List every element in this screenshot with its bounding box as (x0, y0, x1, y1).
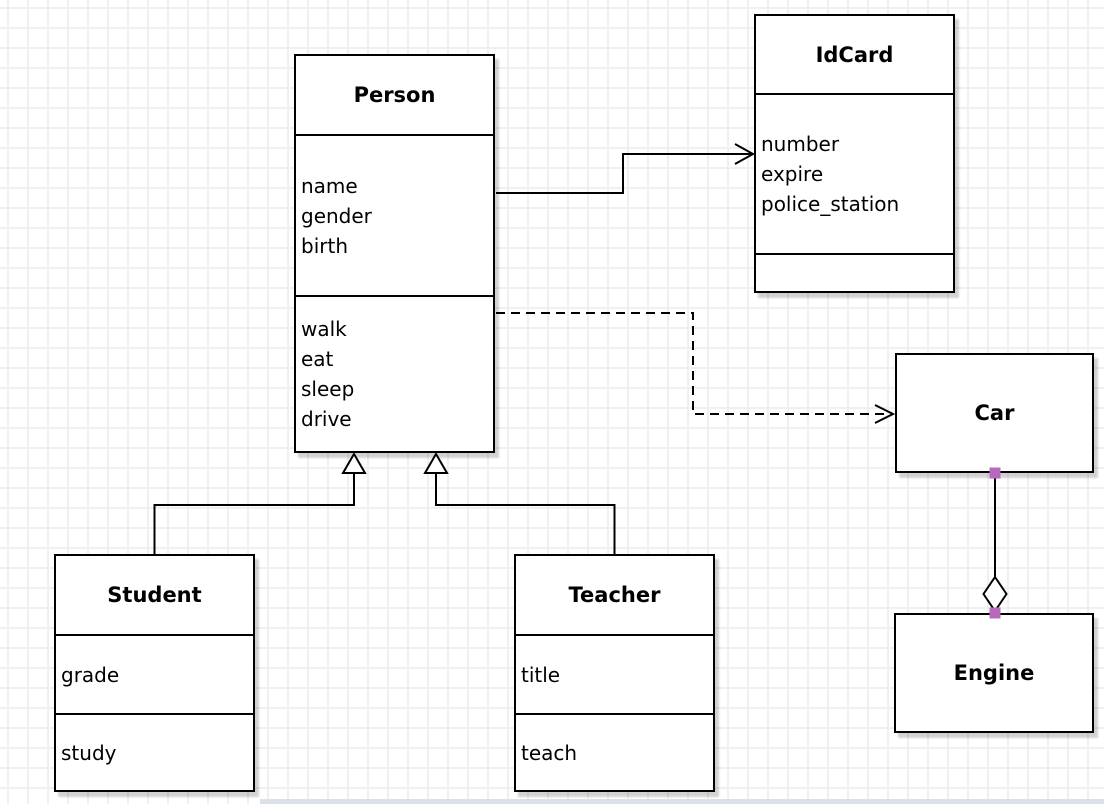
teacher-methods-section: teach (516, 715, 713, 790)
generalization-student-person[interactable] (153, 452, 367, 554)
page-edge-strip (260, 799, 1104, 804)
class-box-person[interactable]: Person name gender birth walk eat sleep … (294, 54, 495, 453)
hollow-diamond-icon (982, 575, 1008, 613)
dependency-line[interactable] (496, 312, 889, 415)
idcard-methods-section (756, 255, 953, 291)
attribute-idcard-number: number (761, 132, 840, 156)
class-title-idcard: IdCard (756, 16, 953, 95)
idcard-attributes-section: number expire police_station (756, 95, 953, 255)
generalization-line[interactable] (435, 474, 616, 554)
method-person-eat: eat (301, 347, 334, 371)
class-title-car: Car (974, 401, 1015, 425)
class-box-engine[interactable]: Engine (894, 613, 1094, 733)
aggregation-car-engine[interactable] (982, 467, 1008, 619)
association-person-idcard[interactable] (496, 143, 756, 194)
method-person-walk: walk (301, 317, 347, 341)
class-title-person: Person (296, 56, 493, 136)
method-person-drive: drive (301, 407, 352, 431)
attribute-idcard-police-station: police_station (761, 192, 900, 216)
attribute-person-gender: gender (301, 203, 372, 228)
attribute-idcard-expire: expire (761, 162, 824, 186)
association-line[interactable] (496, 153, 751, 194)
hollow-triangle-icon (423, 452, 449, 474)
class-box-car[interactable]: Car (895, 353, 1094, 473)
class-box-student[interactable]: Student grade study (54, 554, 255, 792)
attribute-teacher-title: title (521, 662, 561, 687)
attribute-person-birth: birth (301, 233, 348, 258)
method-teacher-teach: teach (521, 740, 578, 765)
class-box-teacher[interactable]: Teacher title teach (514, 554, 715, 792)
open-arrowhead-idcard-icon (734, 143, 756, 165)
person-methods-section: walk eat sleep drive (296, 297, 493, 451)
class-title-engine: Engine (953, 661, 1035, 685)
generalization-teacher-person[interactable] (423, 452, 616, 554)
open-arrowhead-car-icon (874, 404, 896, 424)
class-title-teacher: Teacher (516, 556, 713, 636)
class-box-idcard[interactable]: IdCard number expire police_station (754, 14, 955, 293)
student-methods-section: study (56, 715, 253, 790)
person-attributes-section: name gender birth (296, 136, 493, 297)
hollow-triangle-icon (341, 452, 367, 474)
class-title-student: Student (56, 556, 253, 636)
method-person-sleep: sleep (301, 377, 355, 401)
student-attributes-section: grade (56, 636, 253, 715)
teacher-attributes-section: title (516, 636, 713, 715)
method-student-study: study (61, 740, 117, 765)
attribute-student-grade: grade (61, 662, 120, 687)
generalization-line[interactable] (153, 474, 355, 554)
attribute-person-name: name (301, 173, 358, 198)
dependency-person-car[interactable] (496, 312, 896, 424)
